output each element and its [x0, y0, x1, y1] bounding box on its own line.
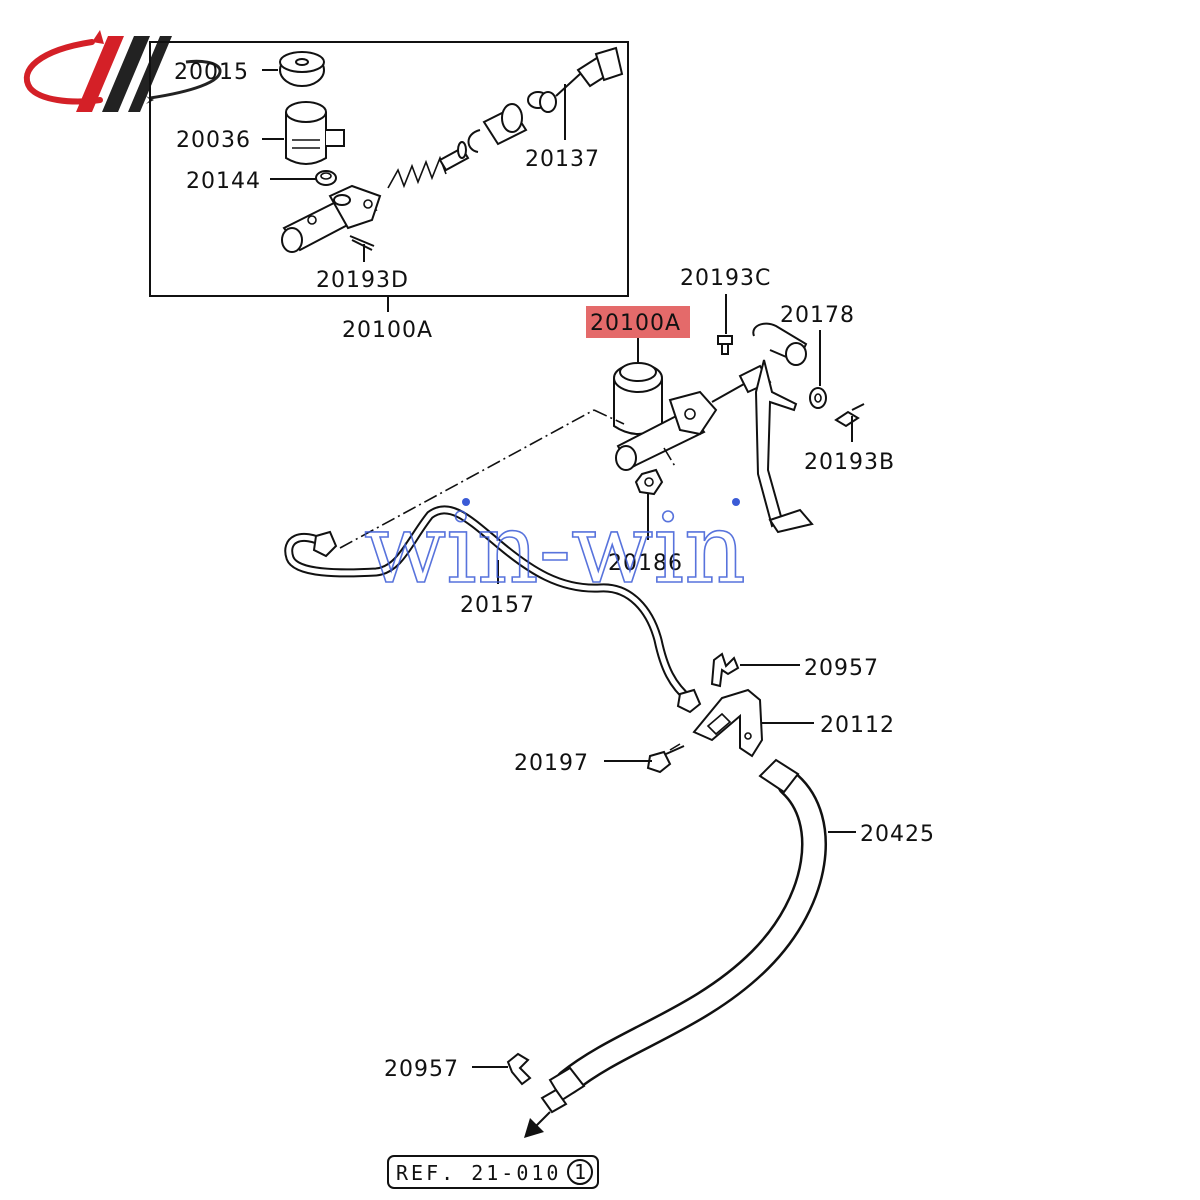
reference-circle-number: 1	[574, 1160, 586, 1184]
part-highlight-box	[586, 306, 690, 338]
clutch-pedal-part	[752, 322, 814, 534]
nut-20186-part	[634, 468, 664, 496]
label-20100A-inset: 20100A	[342, 318, 433, 343]
master-cylinder-body-part	[281, 184, 382, 253]
label-20157: 20157	[460, 593, 535, 618]
push-rod-spring-part	[387, 141, 470, 189]
label-20100A-highlighted: 20100A	[590, 311, 681, 336]
grommet-part	[315, 170, 337, 186]
reservoir-tank-part	[285, 101, 345, 165]
watermark-text: win-win	[364, 493, 746, 605]
label-20193D: 20193D	[316, 268, 409, 293]
reference-text: REF. 21-010	[396, 1161, 561, 1185]
label-20193C: 20193C	[680, 266, 771, 291]
clip-20957-bottom-part	[506, 1052, 532, 1086]
roll-pin-part	[349, 235, 375, 251]
clip-20957-top-part	[710, 652, 740, 688]
reservoir-cap-part	[279, 51, 325, 87]
label-20186: 20186	[608, 551, 683, 576]
boot-part	[527, 91, 557, 113]
snap-ring-part	[467, 129, 481, 153]
clutch-hose-part	[540, 758, 827, 1114]
watermark: win-win	[363, 492, 746, 606]
label-20015: 20015	[174, 60, 249, 85]
master-cylinder-assembly-part	[613, 362, 772, 471]
label-20425: 20425	[860, 822, 935, 847]
clip-20193b-part	[834, 403, 865, 428]
piston-cup-part	[482, 103, 528, 146]
bushing-20178-part	[809, 387, 827, 409]
reference-box: REF. 21-010 1	[387, 1155, 599, 1189]
phantom-lines	[339, 409, 677, 549]
label-20137: 20137	[525, 147, 600, 172]
bolt-20197-part	[646, 743, 685, 774]
label-20957-top: 20957	[804, 656, 879, 681]
label-20178: 20178	[780, 303, 855, 328]
label-20036: 20036	[176, 128, 251, 153]
reference-arrow-icon	[524, 1111, 551, 1138]
pedal-bolt-20193c-part	[717, 335, 733, 355]
label-20112: 20112	[820, 713, 895, 738]
label-20193B: 20193B	[804, 450, 895, 475]
label-20144: 20144	[186, 169, 261, 194]
bracket-20112-part	[692, 688, 764, 758]
push-rod-clevis-part	[555, 46, 624, 97]
label-20957-bottom: 20957	[384, 1057, 459, 1082]
label-20197: 20197	[514, 751, 589, 776]
clutch-tube-part	[284, 505, 702, 714]
leader-lines	[262, 69, 856, 1068]
